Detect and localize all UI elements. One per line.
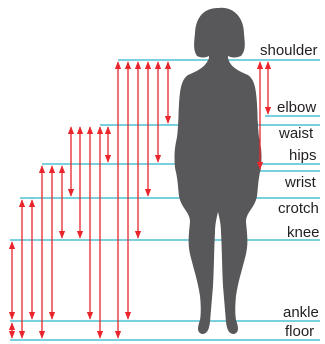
label-shoulder: shoulder xyxy=(260,42,318,59)
measurement-labels: shoulder elbow waist hips wrist crotch k… xyxy=(260,42,320,340)
guide-lines xyxy=(10,60,320,340)
female-silhouette xyxy=(175,8,262,334)
head-and-hair xyxy=(194,8,245,62)
label-wrist: wrist xyxy=(284,174,317,191)
label-waist: waist xyxy=(278,125,314,142)
label-ankle: ankle xyxy=(283,304,319,321)
label-crotch: crotch xyxy=(278,200,319,217)
label-knee: knee xyxy=(287,224,320,241)
label-elbow: elbow xyxy=(277,99,316,116)
label-hips: hips xyxy=(289,147,317,164)
label-floor: floor xyxy=(285,323,314,340)
